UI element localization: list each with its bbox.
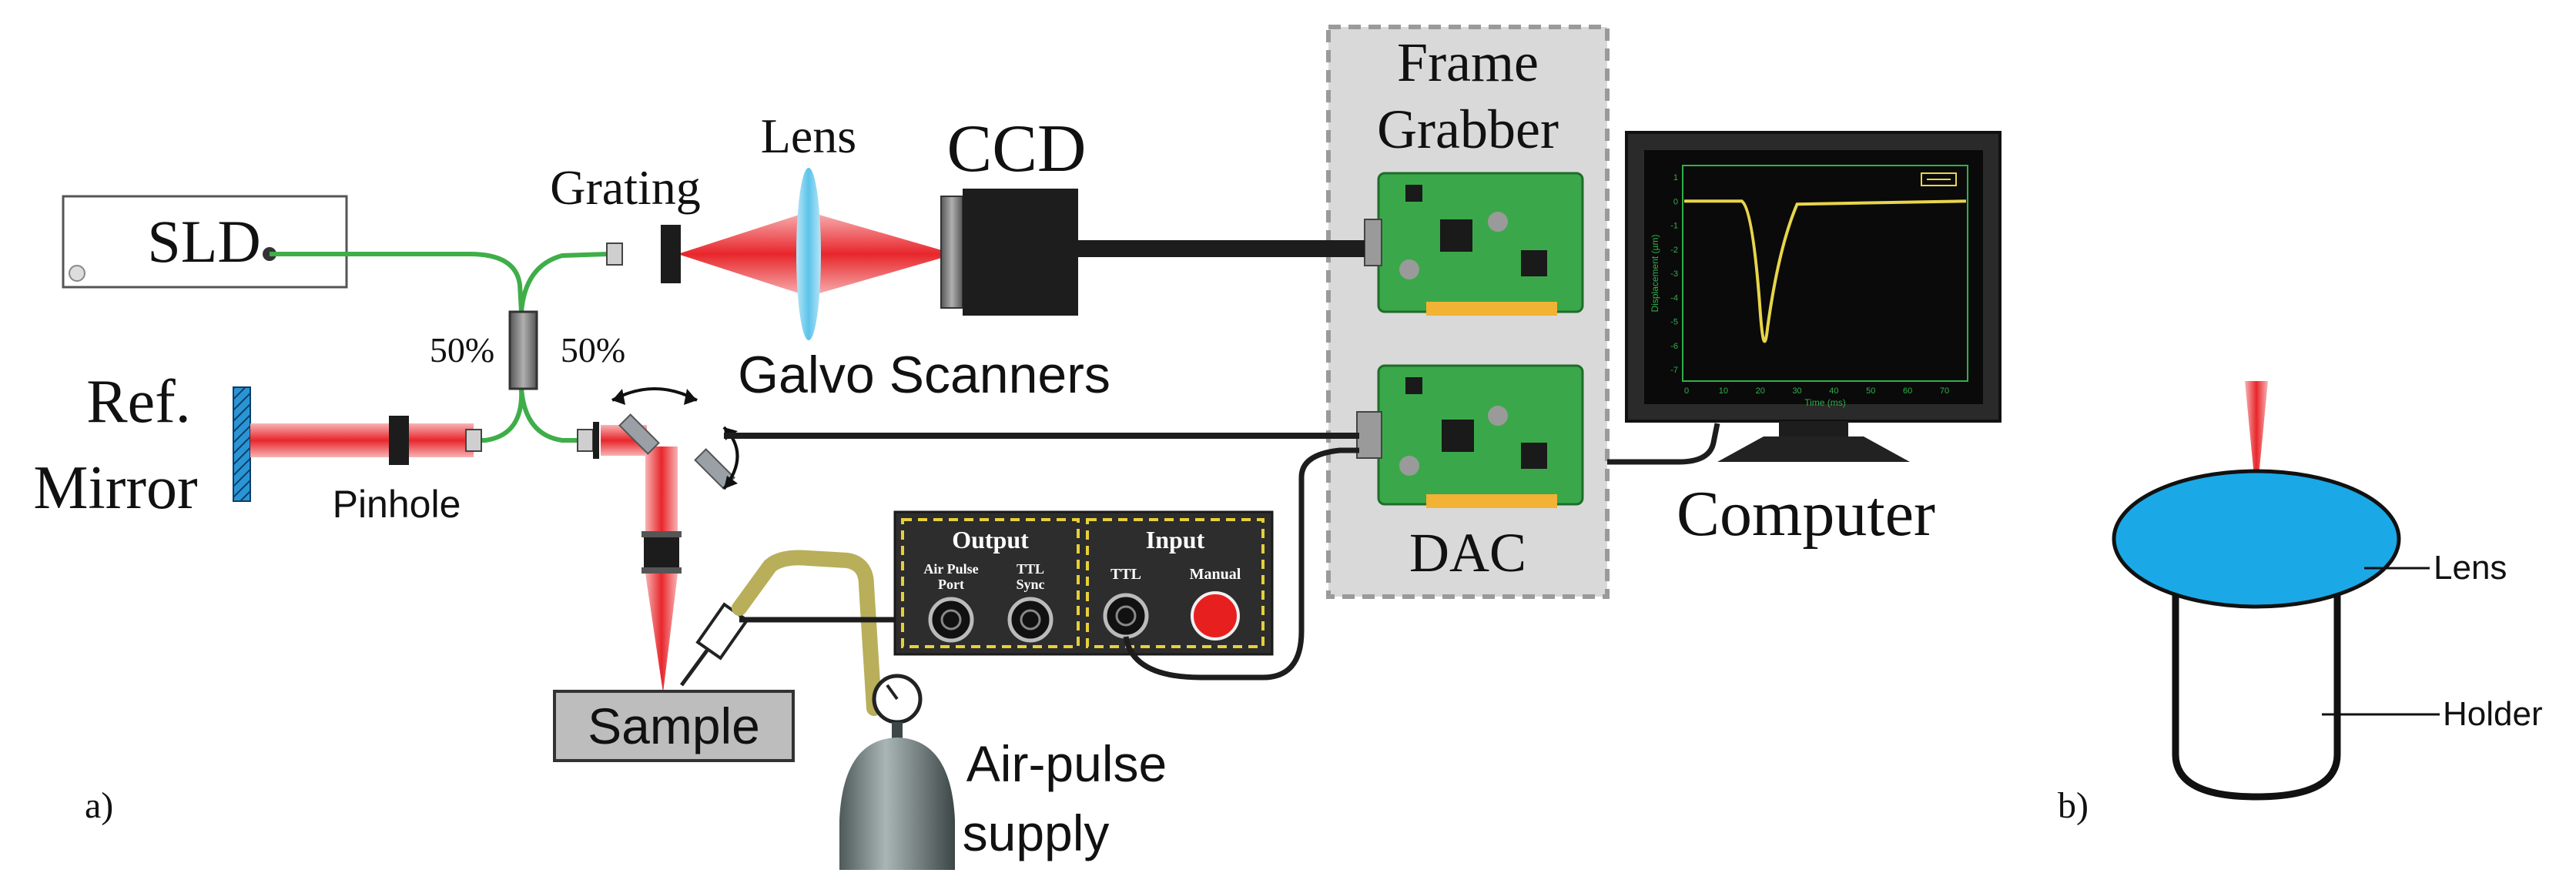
plot-trace [1684, 199, 1967, 343]
air-tank [839, 737, 955, 870]
sample-box [553, 690, 795, 762]
plot-ytick-label: -3 [1670, 269, 1678, 279]
output-sync-label-2: Sync [1016, 577, 1044, 592]
plot-xtick-label: 50 [1866, 386, 1875, 396]
collimator-reference [465, 429, 482, 452]
panel-b-lens [2112, 469, 2401, 609]
plot-ytick-label: -4 [1670, 293, 1678, 303]
arrow-head-2 [684, 389, 697, 405]
lens-b-label: Lens [2434, 549, 2507, 587]
air-tube [732, 550, 882, 716]
grating-label: Grating [550, 160, 701, 215]
arrow-head-4 [724, 476, 738, 489]
sample-arm-stop [593, 422, 599, 459]
pinhole [389, 416, 409, 465]
beam-to-lens [678, 212, 809, 296]
plot-xtick-label: 60 [1903, 386, 1912, 396]
panel-b-label: b) [2058, 785, 2089, 826]
plot-ytick-label: 0 [1673, 197, 1678, 206]
ccd-camera [940, 189, 1078, 316]
grating [661, 225, 681, 283]
plot-xtick-label: 40 [1829, 386, 1838, 396]
sample-label: Sample [588, 697, 760, 754]
input-title: Input [1146, 526, 1205, 554]
objective-lens [641, 531, 682, 574]
panel-b-beam [2245, 381, 2268, 500]
ttl-sync-port-inner [1020, 609, 1041, 630]
frame-grabber-board [1364, 172, 1584, 316]
plot-xlabel: Time (ms) [1804, 397, 1846, 408]
galvo-cable [724, 433, 1359, 439]
output-port-label-1: Air Pulse [923, 561, 978, 577]
plot-ytick-label: -2 [1670, 246, 1678, 255]
reference-mirror [233, 386, 251, 502]
split-left-label: 50% [430, 330, 494, 370]
plot-ytick-label: -6 [1670, 342, 1678, 351]
computer-monitor [1625, 131, 2002, 462]
ref-mirror-label-1: Ref. [86, 368, 191, 436]
gauge-needle [886, 684, 899, 701]
plot-frame [1682, 165, 1968, 382]
galvo-label: Galvo Scanners [738, 346, 1110, 404]
lens-label: Lens [761, 109, 856, 163]
frame-grabber-label-2: Grabber [1377, 99, 1559, 160]
fiber-coupler [508, 310, 538, 390]
sld-indicator-icon [69, 265, 85, 282]
pulse-controller: Output Air Pulse Port TTL Sync Input TTL… [893, 510, 1274, 656]
plot-ytick-label: -1 [1670, 222, 1678, 231]
plot-xtick-label: 0 [1684, 386, 1689, 396]
computer-label: Computer [1677, 478, 1935, 550]
air-pulse-port-inner [940, 609, 962, 630]
plot-ytick-label: 1 [1673, 173, 1678, 182]
beam-to-ccd [809, 212, 955, 296]
dac-board [1356, 364, 1584, 508]
frame-grabber-label-1: Frame [1397, 32, 1539, 93]
ccd-label: CCD [947, 112, 1087, 186]
output-sync-label-1: TTL [1017, 561, 1044, 577]
ref-mirror-label-2: Mirror [33, 454, 197, 522]
output-port-label-2: Port [938, 577, 964, 592]
pinhole-label: Pinhole [333, 483, 461, 526]
galvo-mirror-1 [618, 413, 660, 455]
collimator-sample [577, 429, 594, 452]
ttl-cable [1123, 447, 1359, 681]
air-pulse-nozzle [679, 602, 749, 687]
fiber-optic-paths [270, 252, 609, 443]
ccd-cable [1078, 240, 1365, 257]
air-supply-label-1: Air-pulse [966, 735, 1167, 792]
sld-box [62, 195, 348, 289]
plot-legend-box [1921, 172, 1957, 186]
plot-xtick-label: 10 [1719, 386, 1728, 396]
panel-a-label: a) [85, 785, 113, 826]
plot-ylabel: Displacement (µm) [1650, 235, 1660, 313]
plot-ytick-label: -5 [1670, 318, 1678, 327]
ttl-input-port-inner [1115, 605, 1137, 627]
focused-beam [645, 574, 678, 693]
collimator-detection [606, 242, 623, 266]
manual-trigger-button[interactable] [1191, 591, 1240, 640]
lens-spectrometer [796, 168, 821, 340]
plot-xtick-label: 20 [1756, 386, 1765, 396]
plot-ytick-label: -7 [1670, 366, 1678, 375]
input-ttl-label: TTL [1110, 566, 1141, 583]
holder-shape [2172, 566, 2341, 801]
reference-beam [250, 423, 474, 457]
air-supply-label-2: supply [963, 804, 1110, 861]
input-manual-label: Manual [1190, 566, 1241, 583]
output-title: Output [952, 526, 1029, 554]
computer-cable [1607, 423, 1720, 465]
arrow-head-1 [612, 389, 625, 405]
dac-label: DAC [1409, 522, 1526, 584]
holder-label: Holder [2443, 695, 2543, 733]
plot-xtick-label: 70 [1940, 386, 1949, 396]
sld-label: SLD [147, 208, 260, 275]
tank-valve [892, 722, 903, 739]
galvo-rotation-arrow-1 [611, 387, 698, 402]
split-right-label: 50% [561, 330, 625, 370]
plot-xtick-label: 30 [1792, 386, 1801, 396]
